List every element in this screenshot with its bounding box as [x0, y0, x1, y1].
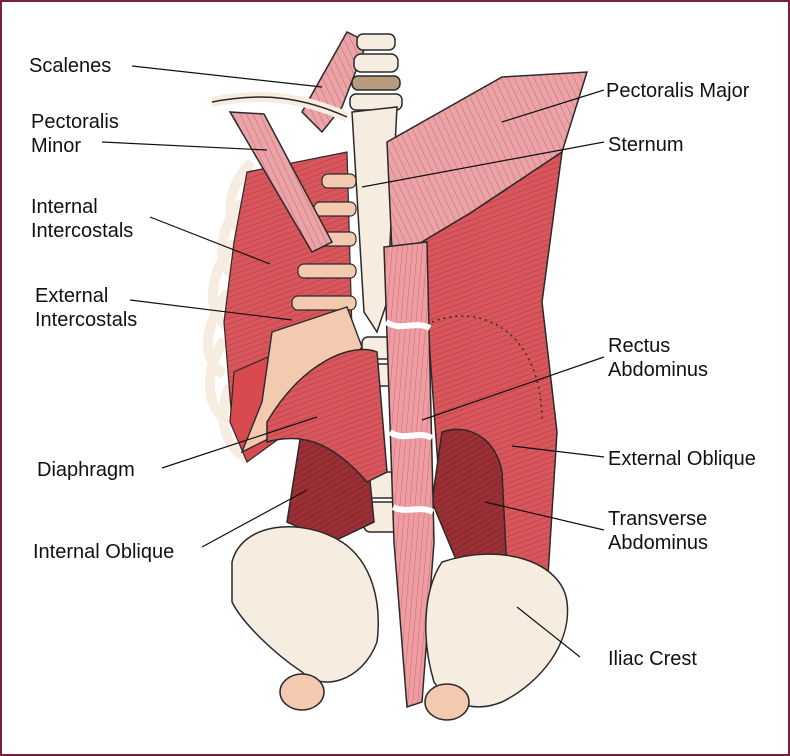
- label-rectus-abdominus-line-2: Abdominus: [608, 358, 708, 382]
- label-pectoralis-minor: Pectoralis Minor: [31, 110, 119, 158]
- cervical-spine: [350, 34, 402, 110]
- label-external-intercostals-line-1: External: [35, 284, 137, 308]
- label-pectoralis-major: Pectoralis Major: [606, 79, 749, 103]
- label-transverse-abdominus: Transverse Abdominus: [608, 507, 708, 555]
- label-rectus-abdominus: Rectus Abdominus: [608, 334, 708, 382]
- label-internal-oblique: Internal Oblique: [33, 540, 174, 564]
- label-transverse-abdominus-line-1: Transverse: [608, 507, 708, 531]
- label-transverse-abdominus-line-2: Abdominus: [608, 531, 708, 555]
- label-pectoralis-minor-line-1: Pectoralis: [31, 110, 119, 134]
- label-external-intercostals-line-2: Intercostals: [35, 308, 137, 332]
- label-rectus-abdominus-line-1: Rectus: [608, 334, 708, 358]
- label-external-oblique: External Oblique: [608, 447, 756, 471]
- label-external-intercostals: External Intercostals: [35, 284, 137, 332]
- label-internal-intercostals: Internal Intercostals: [31, 195, 133, 243]
- label-iliac-crest: Iliac Crest: [608, 647, 697, 671]
- label-sternum: Sternum: [608, 133, 684, 157]
- label-internal-intercostals-line-1: Internal: [31, 195, 133, 219]
- label-diaphragm: Diaphragm: [37, 458, 135, 482]
- label-scalenes: Scalenes: [29, 54, 111, 78]
- pelvis-socket-right: [425, 684, 469, 720]
- label-internal-intercostals-line-2: Intercostals: [31, 219, 133, 243]
- label-pectoralis-minor-line-2: Minor: [31, 134, 119, 158]
- pelvis-socket-left: [280, 674, 324, 710]
